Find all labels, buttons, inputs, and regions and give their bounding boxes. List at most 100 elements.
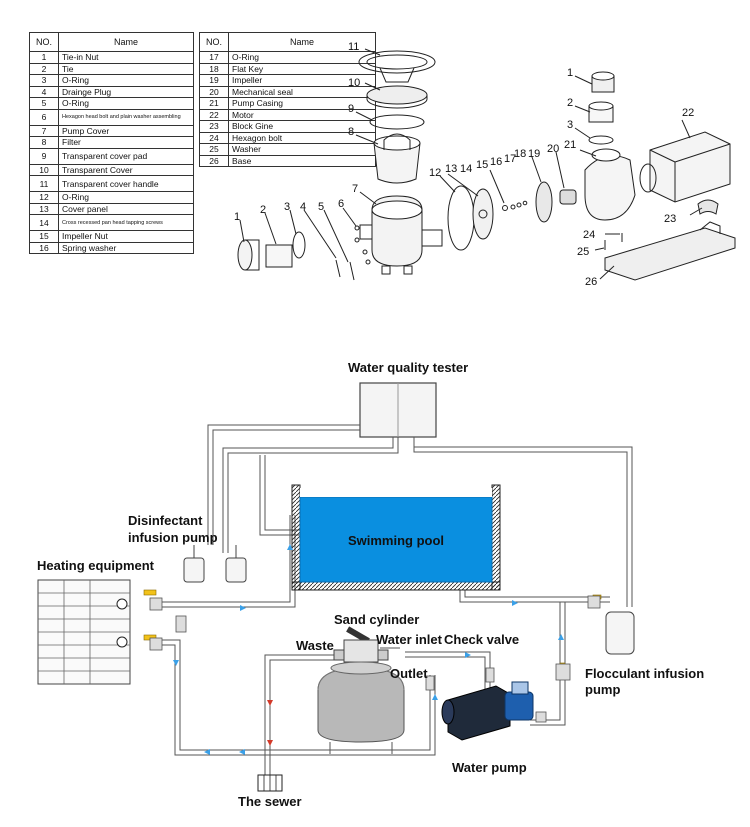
row-number: 7 [29,124,59,137]
swimming-pool [291,484,501,591]
label-1b: 1 [567,67,573,79]
label-15: 15 [476,159,488,171]
label-11: 11 [348,41,359,53]
label-check-valve: Check valve [444,632,519,647]
label-4: 4 [300,201,306,213]
row-number: 12 [29,191,59,204]
row-name: Hexagon bolt [228,131,376,144]
label-disinfectant-line2: infusion pump [128,530,218,545]
disinfectant-infusion-pumps [183,545,247,583]
row-name: Block Gine [228,120,376,133]
water-quality-tester [359,382,437,438]
row-number: 14 [29,214,59,231]
cover-panel-part [472,188,494,240]
motor-part [649,131,731,203]
label-1: 1 [234,211,240,223]
mechanical-seal-part [559,189,577,205]
row-name: Spring washer [58,241,194,254]
label-sewer: The sewer [238,794,302,809]
label-swimming-pool: Swimming pool [348,533,444,548]
cover-pad-part [369,114,425,130]
row-name: Cross recessed pan head tapping screws [58,214,194,231]
label-14: 14 [460,163,472,175]
row-number: 6 [29,108,59,126]
label-outlet: Outlet [390,666,428,681]
label-12: 12 [429,167,441,179]
label-25: 25 [577,246,589,258]
label-10: 10 [348,77,360,89]
label-21: 21 [564,139,576,151]
sand-cylinder [317,626,405,754]
filter-part [373,142,421,184]
label-3b: 3 [567,119,573,131]
row-name: Base [228,154,376,167]
row-name: Transparent cover handle [58,175,194,192]
label-flocculant-line2: pump [585,682,620,697]
row-name: Washer [228,143,376,156]
label-9: 9 [348,103,354,115]
label-2: 2 [260,204,266,216]
label-8: 8 [348,126,354,138]
label-26: 26 [585,276,597,288]
label-22: 22 [682,107,694,119]
the-sewer [257,774,283,792]
label-20: 20 [547,143,559,155]
label-6: 6 [338,198,344,210]
label-waste: Waste [296,638,334,653]
row-name: O-Ring [58,191,194,204]
col-name: Name [58,32,194,52]
row-name: Tie-in Nut [58,51,194,64]
label-18: 18 [514,148,526,160]
water-pump [441,681,534,741]
valve-handle[interactable] [143,589,157,596]
row-name: Transparent cover pad [58,147,194,165]
row-name: Impeller Nut [58,230,194,243]
label-water-pump: Water pump [452,760,527,775]
label-5: 5 [318,201,324,213]
label-24: 24 [583,229,595,241]
label-flocculant-line1: Flocculant infusion [585,666,704,681]
row-name: Pump Cover [58,124,194,137]
label-water-quality-tester: Water quality tester [348,360,468,375]
exploded-view-diagram: 11 10 9 8 7 12 13 14 15 16 17 18 19 20 1… [234,41,736,288]
impeller-part [535,181,553,223]
col-no: NO. [29,32,59,52]
label-3: 3 [284,201,290,213]
row-number: 17 [199,51,229,64]
label-2b: 2 [567,97,573,109]
transparent-cover-handle-part [358,50,436,74]
label-heating-equipment: Heating equipment [37,558,155,573]
flocculant-infusion-pump [605,611,635,655]
row-name: Hexagon head bolt and plain washer assem… [58,108,194,126]
label-sand-cylinder: Sand cylinder [334,612,419,627]
label-23: 23 [664,213,676,225]
label-7: 7 [352,183,358,195]
label-17: 17 [504,153,516,165]
label-water-inlet: Water inlet [376,632,443,647]
row-number: 24 [199,131,229,144]
label-13: 13 [445,163,457,175]
col-name: Name [228,32,376,52]
base-part [604,227,736,281]
label-19: 19 [528,148,540,160]
label-16: 16 [490,156,502,168]
